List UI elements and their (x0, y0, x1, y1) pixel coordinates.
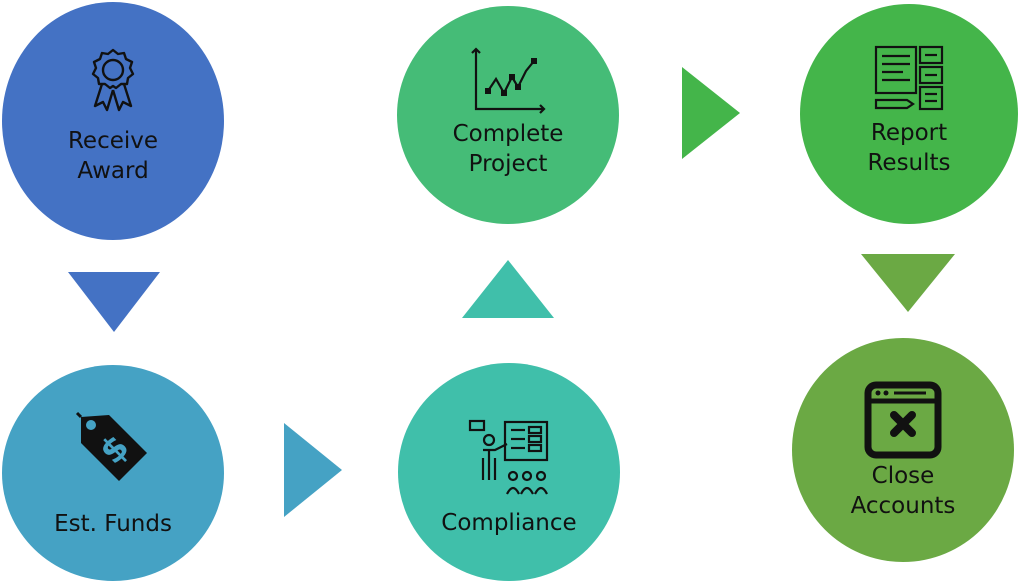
award-ribbon-icon (91, 48, 135, 112)
step-label: Report Results (867, 120, 951, 176)
dollar-price-tag-icon: $ (75, 411, 147, 481)
step-label: Complete Project (452, 121, 564, 177)
step-report-results: Report Results (800, 4, 1018, 224)
arrow-up (462, 260, 554, 318)
arrow-right (682, 67, 740, 159)
presentation-board-icon (468, 419, 549, 495)
step-label: Receive Award (67, 128, 159, 184)
line-chart-icon (471, 47, 546, 114)
arrow-down (68, 272, 160, 332)
step-est-funds: $ Est. Funds (2, 365, 224, 581)
arrow-down (861, 254, 955, 312)
step-label: Close Accounts (850, 463, 956, 519)
arrow-right (284, 423, 342, 517)
close-window-icon (864, 381, 942, 459)
step-compliance: Compliance (398, 363, 620, 581)
step-receive-award: Receive Award (2, 2, 224, 240)
step-label: Est. Funds (54, 511, 172, 537)
step-label: Compliance (441, 510, 577, 536)
report-documents-icon (874, 45, 944, 111)
step-complete-project: Complete Project (397, 6, 619, 224)
step-close-accounts: Close Accounts (792, 338, 1014, 562)
